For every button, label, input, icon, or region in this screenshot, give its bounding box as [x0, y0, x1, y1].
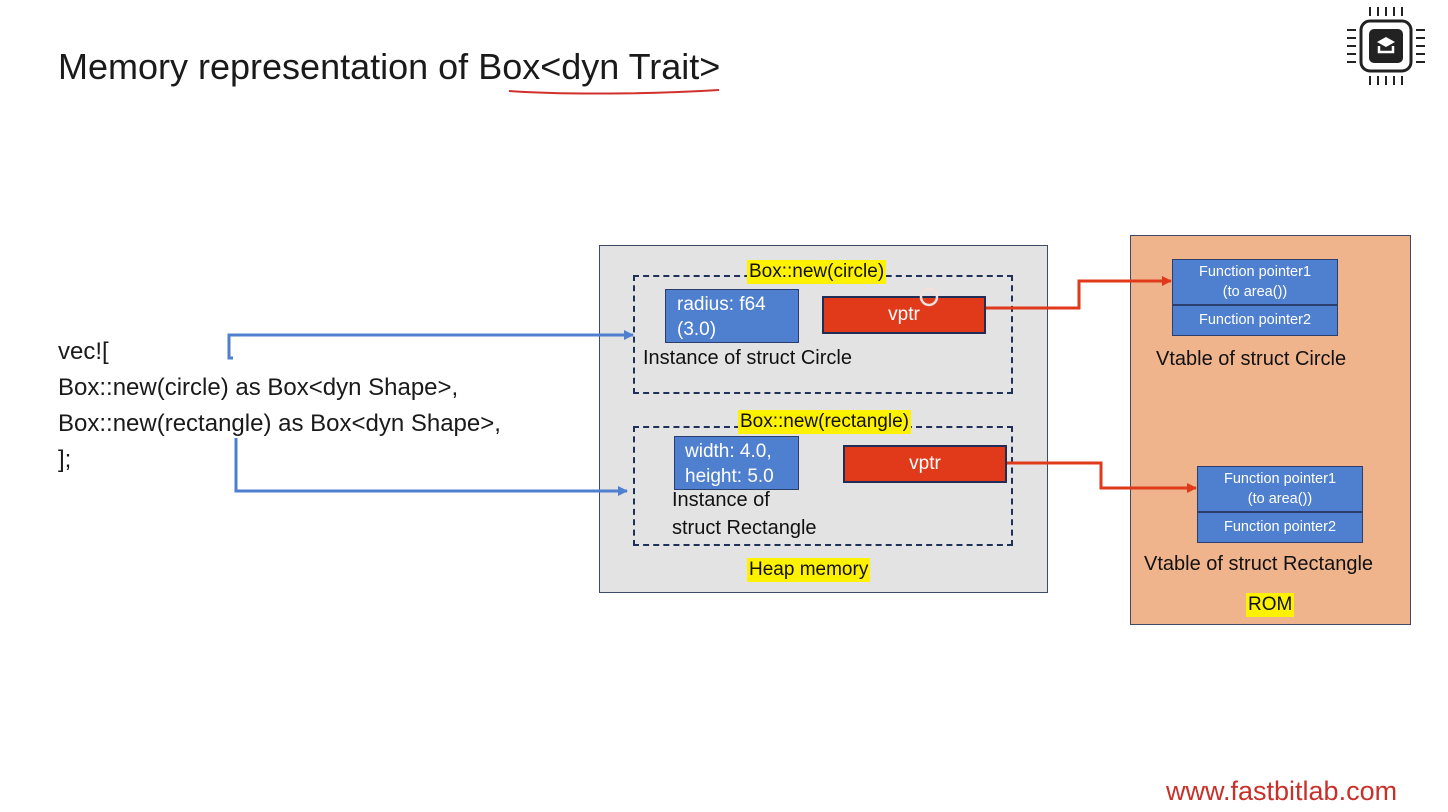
code-line-rectangle: Box::new(rectangle) as Box<dyn Shape>, — [58, 410, 501, 437]
box-circle-title: Box::new(circle) — [747, 260, 887, 284]
circle-vtable-label: Vtable of struct Circle — [1156, 348, 1347, 370]
rectangle-vtable-fp1: Function pointer1 (to area()) — [1197, 466, 1363, 512]
circle-vptr: vptr — [822, 296, 986, 334]
circle-vtable-fp1-line1: Function pointer1 — [1198, 264, 1312, 280]
title-underline — [508, 89, 720, 95]
circle-instance-label: Instance of struct Circle — [643, 347, 852, 369]
circle-field-line1: radius: f64 — [677, 294, 766, 315]
rectangle-vtable-fp2: Function pointer2 — [1197, 512, 1363, 543]
arrow-rectangle-to-heap — [234, 438, 628, 496]
rectangle-field-line1: width: 4.0, — [685, 441, 772, 462]
arrow-rectangle-vptr-to-vtable — [1007, 461, 1197, 493]
cursor-marker-icon — [919, 287, 939, 307]
code-line-circle: Box::new(circle) as Box<dyn Shape>, — [58, 374, 459, 401]
circle-vtable-fp1: Function pointer1 (to area()) — [1172, 259, 1338, 305]
arrow-circle-vptr-to-vtable — [986, 276, 1172, 310]
rectangle-field-box: width: 4.0, height: 5.0 — [674, 436, 799, 490]
rectangle-instance-label-line2: struct Rectangle — [672, 517, 817, 539]
rectangle-vtable-fp1-line1: Function pointer1 — [1223, 471, 1337, 487]
heap-memory-label: Heap memory — [747, 558, 871, 582]
circle-field-box: radius: f64 (3.0) — [665, 289, 799, 343]
website-url: www.fastbitlab.com — [1166, 776, 1398, 806]
rom-label: ROM — [1246, 593, 1295, 617]
circle-vtable-fp1-line2: (to area()) — [1222, 284, 1288, 300]
rectangle-vtable-fp1-line2: (to area()) — [1247, 491, 1313, 507]
rectangle-vtable-label: Vtable of struct Rectangle — [1144, 553, 1374, 575]
rectangle-vptr: vptr — [843, 445, 1007, 483]
chip-logo-icon — [1347, 7, 1425, 85]
rectangle-instance-label-line1: Instance of — [672, 489, 770, 511]
chip-logo — [1345, 5, 1427, 87]
arrow-circle-to-heap — [227, 330, 634, 360]
code-line-close: ]; — [58, 446, 72, 473]
box-rectangle-title: Box::new(rectangle) — [738, 410, 911, 434]
rectangle-field-line2: height: 5.0 — [685, 466, 774, 487]
slide-title: Memory representation of Box<dyn Trait> — [58, 46, 721, 87]
code-line-vec: vec![ — [58, 338, 109, 365]
circle-vtable-fp2: Function pointer2 — [1172, 305, 1338, 336]
circle-field-line2: (3.0) — [677, 319, 717, 340]
